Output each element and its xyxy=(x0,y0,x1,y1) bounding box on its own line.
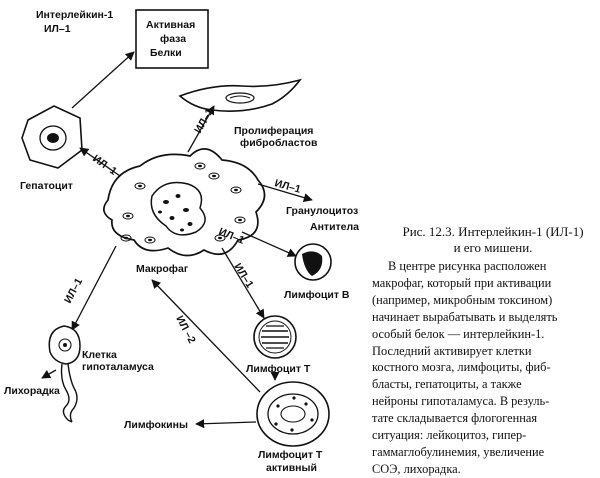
body-line: тате складывается флогогенная xyxy=(372,411,538,426)
hypothalamus-label-1: Клетка xyxy=(82,349,117,361)
acute-phase-proteins-box: Активная фаза Белки xyxy=(135,9,209,69)
figure-caption: Рис. 12.3. Интерлейкин-1 (ИЛ-1) и его ми… xyxy=(388,224,598,256)
body-line: СОЭ, лихорадка. xyxy=(372,461,461,476)
hypothalamus-label-2: гипоталамуса xyxy=(82,361,154,373)
hepatocyte-cell xyxy=(21,105,83,169)
body-line: бласты, гепатоциты, а также xyxy=(372,377,522,392)
proliferation-label-1: Пролиферация xyxy=(234,125,313,137)
il1-label-hypothalamus: ИЛ–1 xyxy=(62,276,85,305)
lymphokines-label: Лимфокины xyxy=(124,419,188,431)
granulocytes-label: Гранулоцитоз xyxy=(286,205,358,217)
body-line: (например, микробным токсином) xyxy=(372,292,553,307)
body-text: В центре рисунка расположен макрофаг, ко… xyxy=(372,258,596,478)
proliferation-label-2: фибробластов xyxy=(240,137,318,149)
body-line: особый белок — интерлейкин-1. xyxy=(372,326,545,341)
body-line: Последний активирует клетки xyxy=(372,343,532,358)
active-lymphocyte-t-label-2: активный xyxy=(266,462,317,474)
active-lymphocyte-t-label-1: Лимфоцит Т xyxy=(258,449,323,461)
lymphocyte-b-cell xyxy=(294,243,332,281)
macrophage-label: Макрофаг xyxy=(136,263,189,275)
body-line: В центре рисунка расположен xyxy=(388,259,547,273)
fever-label: Лихорадка xyxy=(4,385,60,397)
il1-label-fibroblast: ИЛ–1 xyxy=(192,106,216,135)
body-line: гаммаглобулинемия, увеличение xyxy=(372,444,545,459)
macrophage-cell xyxy=(103,148,266,257)
il1-label-hepatocyte: ИЛ–1 xyxy=(90,153,119,178)
body-line: ситуация: лейкоцитоз, гипер- xyxy=(372,428,527,443)
il2-label: ИЛ –2 xyxy=(173,314,198,346)
active-lymphocyte-t-cell xyxy=(256,381,330,447)
caption-line-2: и его мишени. xyxy=(453,240,533,255)
body-line: костного мозга, лимфоциты, фиб- xyxy=(372,360,551,375)
box-line-phase: фаза xyxy=(160,33,186,45)
hepatocyte-label: Гепатоцит xyxy=(20,180,73,192)
lymphocyte-t-cell xyxy=(253,315,297,359)
lymphocyte-b-label: Лимфоцит В xyxy=(284,289,350,301)
body-line: начинает вырабатывать и выделять xyxy=(372,309,558,324)
interleukin-diagram: Интерлейкин-1 ИЛ–1 Активная фаза Белки Г… xyxy=(4,9,359,474)
box-line-proteins: Белки xyxy=(150,47,182,59)
body-line: нейроны гипоталамуса. В резуль- xyxy=(372,394,550,409)
interleukin-title-label: Интерлейкин-1 xyxy=(36,9,113,21)
fibroblast-cell xyxy=(178,78,303,112)
hypothalamus-neuron xyxy=(48,325,81,423)
box-line-active: Активная xyxy=(146,19,195,31)
antibodies-label: Антитела xyxy=(310,221,359,233)
body-line: макрофаг, который при активации xyxy=(372,275,552,290)
il1-label-lymphocyte-t: ИЛ–1 xyxy=(231,261,255,290)
caption-line-1: Рис. 12.3. Интерлейкин-1 (ИЛ-1) xyxy=(402,224,584,239)
il1-title-label: ИЛ–1 xyxy=(44,23,71,35)
lymphocyte-t-label: Лимфоцит Т xyxy=(246,363,311,375)
